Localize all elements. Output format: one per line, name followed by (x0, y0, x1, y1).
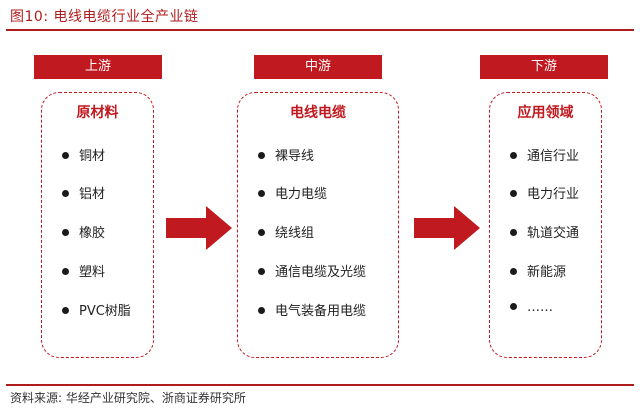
bullet-dot-icon (62, 152, 69, 159)
stage-header-upstream: 上游 (34, 55, 162, 79)
list-item: 绕线组 (258, 222, 314, 241)
bullet-dot-icon (510, 190, 517, 197)
list-item: 塑料 (62, 261, 105, 280)
list-item: 轨道交通 (510, 222, 579, 241)
bullet-dot-icon (258, 268, 265, 275)
bullet-dot-icon (258, 229, 265, 236)
figure-title: 图10: 电线电缆行业全产业链 (10, 9, 199, 25)
bottom-divider (6, 384, 634, 386)
list-item: 电力行业 (510, 183, 579, 202)
stage-box-downstream: 应用领域 通信行业 电力行业 轨道交通 新能源 …… (489, 92, 602, 358)
list-item: 新能源 (510, 261, 566, 280)
list-item: 电气装备用电缆 (258, 300, 366, 319)
bullet-dot-icon (62, 307, 69, 314)
list-item-label: …… (527, 300, 553, 315)
list-item-label: 铝材 (79, 187, 106, 202)
list-item-label: 塑料 (79, 265, 106, 280)
box-title-upstream: 原材料 (76, 105, 119, 121)
stage-box-midstream: 电线电缆 裸导线 电力电缆 绕线组 通信电缆及光缆 电气装备用电缆 (237, 92, 399, 358)
list-item-label: PVC树脂 (79, 304, 131, 319)
list-item: 橡胶 (62, 222, 105, 241)
list-item-label: 裸导线 (275, 149, 315, 164)
bullet-dot-icon (510, 303, 517, 310)
list-item-label: 新能源 (527, 265, 567, 280)
stage-box-upstream: 原材料 铜材 铝材 橡胶 塑料 PVC树脂 (41, 92, 154, 358)
right-arrow-icon (166, 206, 232, 250)
list-item: 裸导线 (258, 145, 314, 164)
list-item-label: 电气装备用电缆 (275, 304, 367, 319)
list-item: 铝材 (62, 183, 105, 202)
list-item: …… (510, 300, 553, 315)
list-item-label: 电力行业 (527, 187, 580, 202)
list-item: 通信行业 (510, 145, 579, 164)
bullet-dot-icon (62, 268, 69, 275)
list-item: 通信电缆及光缆 (258, 261, 366, 280)
bullet-dot-icon (258, 152, 265, 159)
list-item-label: 绕线组 (275, 226, 315, 241)
bullet-dot-icon (258, 190, 265, 197)
list-item-label: 通信行业 (527, 149, 580, 164)
list-item-label: 轨道交通 (527, 226, 580, 241)
top-divider (6, 29, 634, 31)
stage-header-downstream: 下游 (480, 55, 608, 79)
bullet-dot-icon (62, 190, 69, 197)
box-title-midstream: 电线电缆 (290, 105, 346, 121)
list-item: 电力电缆 (258, 183, 327, 202)
bullet-dot-icon (510, 268, 517, 275)
list-item-label: 橡胶 (79, 226, 106, 241)
list-item-label: 铜材 (79, 149, 106, 164)
bullet-dot-icon (62, 229, 69, 236)
list-item-label: 通信电缆及光缆 (275, 265, 367, 280)
list-item-label: 电力电缆 (275, 187, 328, 202)
bullet-dot-icon (510, 229, 517, 236)
bullet-dot-icon (510, 152, 517, 159)
stage-header-midstream: 中游 (254, 55, 382, 79)
list-item: PVC树脂 (62, 300, 131, 319)
bullet-dot-icon (258, 307, 265, 314)
right-arrow-icon (414, 206, 480, 250)
source-note: 资料来源: 华经产业研究院、浙商证券研究所 (10, 391, 246, 405)
list-item: 铜材 (62, 145, 105, 164)
box-title-downstream: 应用领域 (517, 105, 574, 121)
